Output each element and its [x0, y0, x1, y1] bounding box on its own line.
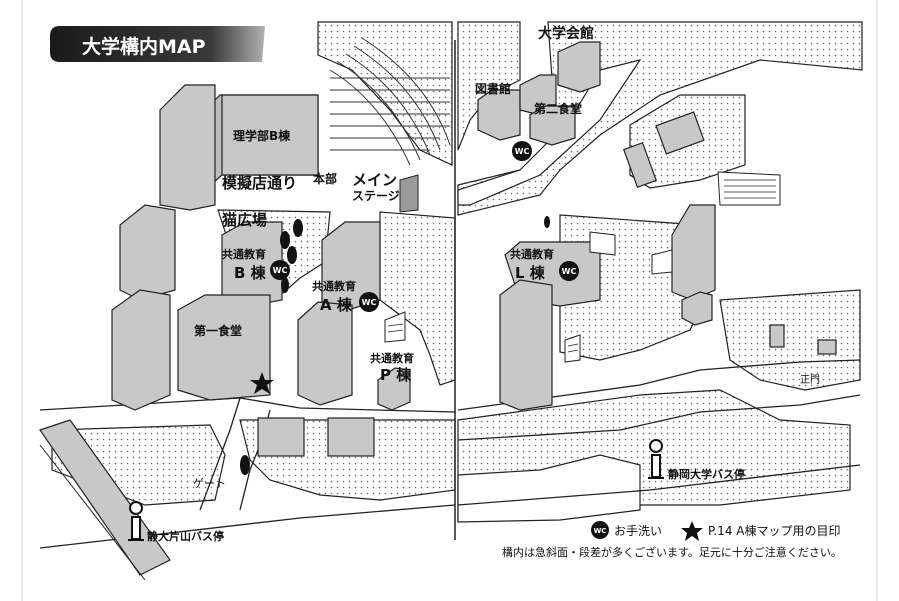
label-seimon: 正門	[800, 374, 820, 386]
map-labels: 理学部B棟 模擬店通り 本部 メイン ステージ 猫広場 共通教育 B 棟 共通教…	[147, 25, 820, 543]
label-gate: ゲート	[193, 477, 226, 490]
trees	[240, 216, 550, 475]
legend-wc-text: お手洗い	[614, 524, 662, 538]
label-daigaku-kaikan: 大学会館	[538, 25, 594, 42]
label-kyoutsu-a-1: 共通教育	[312, 279, 356, 293]
frame	[21, 0, 878, 601]
legend-note: 構内は急斜面・段差が多くございます。足元に十分ご注意ください。	[502, 545, 842, 559]
legend-star-icon	[681, 521, 703, 541]
title-badge: 大学構内MAP	[50, 26, 265, 62]
label-bus-katayama: 静大片山バス停	[147, 529, 224, 543]
label-bus-shizuoka: 静岡大学バス停	[668, 467, 745, 481]
svg-text:WC: WC	[594, 527, 607, 535]
wc-icon: WC	[270, 260, 290, 280]
label-main-stage-2: ステージ	[352, 189, 400, 203]
legend-wc-icon: WC	[591, 521, 609, 539]
label-rigakubu-b: 理学部B棟	[233, 128, 291, 143]
roads	[39, 359, 861, 549]
legend-star-text: P.14 A棟マップ用の目印	[708, 523, 840, 538]
wc-icon: WC	[559, 261, 579, 281]
label-toshokan: 図書館	[475, 81, 511, 96]
svg-text:WC: WC	[362, 298, 377, 307]
svg-text:WC: WC	[273, 266, 288, 275]
buildings	[111, 41, 837, 457]
label-main-stage-1: メイン	[352, 171, 397, 189]
wc-icon: WC	[359, 292, 379, 312]
bus-stop-icon	[648, 439, 664, 479]
label-mogi: 模擬店通り	[222, 174, 297, 192]
legend: WC お手洗い P.14 A棟マップ用の目印 構内は急斜面・段差が多くございます…	[502, 521, 842, 559]
label-kyoutsu-l-1: 共通教育	[510, 247, 554, 261]
bus-stop-icon	[128, 501, 144, 541]
svg-text:WC: WC	[515, 147, 530, 156]
wc-icon: WC	[512, 141, 532, 161]
label-honbu: 本部	[313, 171, 337, 186]
label-kyoutsu-p-1: 共通教育	[370, 351, 414, 365]
winding-road	[457, 59, 642, 206]
label-daiichi: 第一食堂	[194, 323, 242, 338]
label-kyoutsu-l-2: L 棟	[515, 264, 546, 282]
main-stage-seating	[329, 37, 451, 166]
label-kyoutsu-b-2: B 棟	[234, 264, 267, 282]
svg-text:WC: WC	[562, 267, 577, 276]
label-neko: 猫広場	[222, 211, 267, 229]
label-daini: 第二食堂	[534, 101, 582, 116]
label-kyoutsu-a-2: A 棟	[320, 296, 353, 314]
wc-markers: WC WC WC WC	[270, 141, 579, 312]
label-kyoutsu-p-2: P 棟	[380, 366, 412, 384]
star-landmark-icon	[250, 372, 274, 394]
label-kyoutsu-b-1: 共通教育	[222, 247, 266, 261]
map-title: 大学構内MAP	[82, 35, 206, 58]
